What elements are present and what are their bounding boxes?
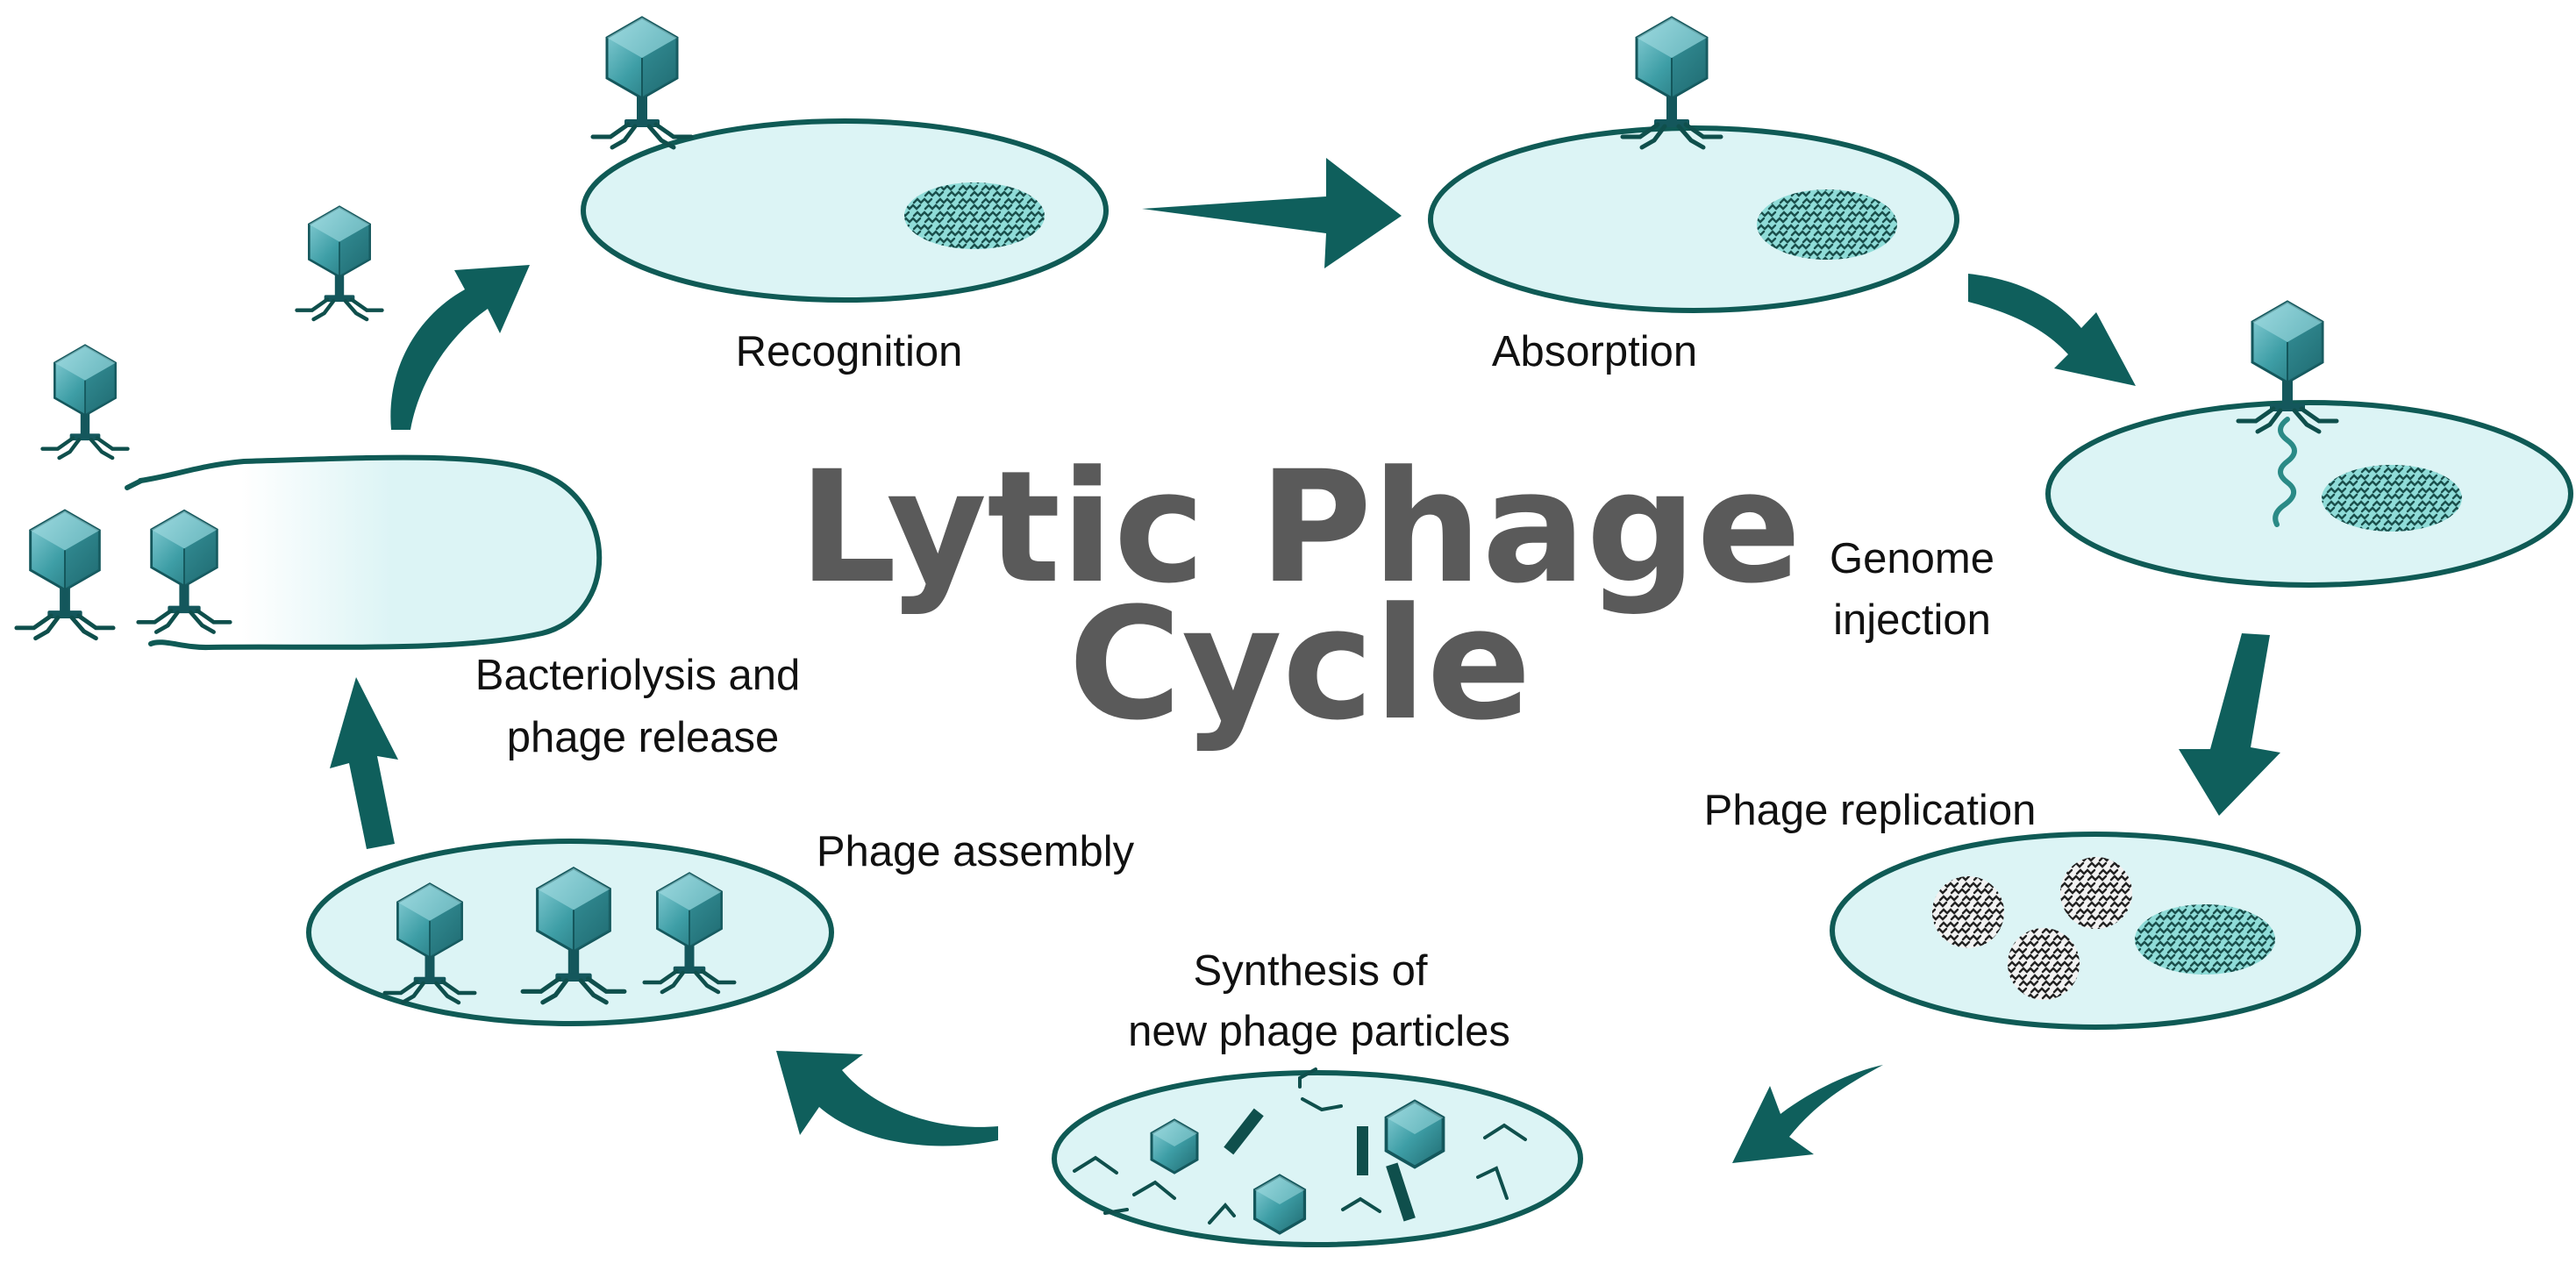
cycle-arrow-icon — [1732, 1065, 1883, 1163]
label-bacteriolysis-line2: phage release — [507, 714, 780, 761]
bacterium-cell — [2045, 400, 2573, 588]
bacteriophage-icon — [17, 510, 113, 639]
dna-nucleoid-icon — [904, 182, 1045, 249]
bacteriophage-icon — [42, 346, 127, 458]
tail-fiber-fragment — [1341, 1196, 1381, 1213]
label-recognition: Recognition — [736, 328, 963, 375]
tail-fragment-icon — [1386, 1162, 1416, 1222]
tail-fragment-icon — [1357, 1126, 1368, 1175]
phage-head-icon — [1252, 1174, 1307, 1235]
stage-bacteriolysis: Bacteriolysis and phage release — [17, 207, 800, 761]
dna-copy-icon — [2060, 857, 2132, 929]
label-phage-replication: Phage replication — [1704, 787, 2037, 834]
dna-nucleoid-icon — [1757, 189, 1897, 260]
cycle-arrow-icon — [776, 1051, 998, 1146]
cycle-arrow-icon — [1142, 158, 1402, 268]
tail-fiber-fragment — [1301, 1097, 1343, 1112]
label-absorption: Absorption — [1492, 328, 1697, 375]
cycle-arrow-icon — [2179, 633, 2280, 816]
diagram-title-line1: Lytic Phage — [798, 438, 1801, 618]
tail-fiber-fragment — [1298, 1067, 1317, 1089]
label-phage-assembly: Phage assembly — [817, 828, 1135, 875]
tail-fragment-icon — [1224, 1108, 1264, 1155]
tail-fiber-fragment — [1208, 1202, 1236, 1224]
cycle-arrow-icon — [1968, 274, 2136, 386]
stage-synthesis: Synthesis of new phage particles — [1052, 947, 1583, 1247]
dna-copy-icon — [2008, 928, 2080, 1000]
tail-fiber-fragment — [1483, 1123, 1527, 1141]
tail-fiber-fragment — [1132, 1180, 1176, 1200]
stage-genome-injection: Genome injection — [1830, 302, 2573, 644]
label-genome-injection-line1: Genome — [1830, 535, 1994, 582]
label-bacteriolysis-line1: Bacteriolysis and — [475, 652, 800, 699]
stage-absorption: Absorption — [1428, 18, 1959, 375]
diagram-title-line2: Cycle — [1068, 575, 1531, 754]
tail-fiber-fragment — [1476, 1166, 1509, 1200]
stage-phage-replication: Phage replication — [1704, 787, 2361, 1030]
tail-fiber-fragment — [1073, 1155, 1118, 1174]
injected-dna-strand — [2273, 417, 2297, 527]
bacteriophage-icon — [593, 18, 691, 147]
cycle-arrow-icon — [390, 265, 530, 430]
phage-head-icon — [1150, 1118, 1199, 1174]
bacterium-cell — [1052, 1070, 1583, 1247]
bacterium-cell — [581, 118, 1109, 303]
lysed-bacterium-cell — [138, 454, 603, 651]
label-synthesis-line1: Synthesis of — [1194, 947, 1428, 995]
bacteriophage-icon — [296, 207, 382, 319]
label-genome-injection-line2: injection — [1833, 596, 1991, 644]
dna-nucleoid-icon — [2322, 465, 2462, 532]
label-synthesis-line2: new phage particles — [1128, 1008, 1510, 1055]
stage-phage-assembly: Phage assembly — [306, 828, 1135, 1026]
stage-recognition: Recognition — [581, 18, 1109, 375]
dna-nucleoid-icon — [2135, 904, 2275, 975]
dna-copy-icon — [1932, 876, 2004, 948]
tail-fiber-fragment — [1103, 1208, 1129, 1215]
phage-head-icon — [1384, 1099, 1445, 1169]
cycle-arrow-icon — [330, 677, 398, 849]
